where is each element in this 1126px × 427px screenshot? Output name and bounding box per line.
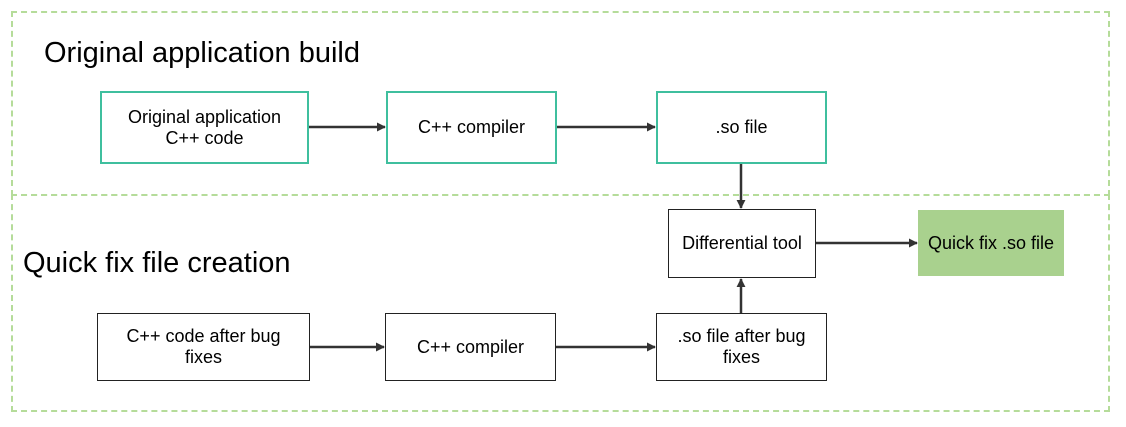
fixed-compiler-label: C++ compiler	[416, 336, 525, 357]
quick-fix-region	[11, 194, 1110, 412]
differential-tool-node: Differential tool	[668, 209, 816, 278]
fixed-so-line1: .so file after bug	[677, 326, 806, 346]
original-so-node: .so file	[656, 91, 827, 164]
original-compiler-node: C++ compiler	[386, 91, 557, 164]
original-code-node: Original application C++ code	[100, 91, 309, 164]
fixed-compiler-node: C++ compiler	[385, 313, 556, 381]
fixed-code-line1: C++ code after bug	[126, 326, 281, 346]
original-build-title: Original application build	[44, 37, 360, 69]
quick-fix-so-label: Quick fix .so file	[927, 232, 1055, 253]
fixed-code-node: C++ code after bug fixes	[97, 313, 310, 381]
quick-fix-title: Quick fix file creation	[23, 247, 291, 279]
original-code-line2: C++ code	[165, 127, 244, 148]
original-so-label: .so file	[715, 117, 768, 137]
differential-tool-label: Differential tool	[682, 233, 802, 253]
fixed-code-line2: fixes	[184, 347, 222, 367]
fixed-so-node: .so file after bug fixes	[656, 313, 827, 381]
quick-fix-so-node: Quick fix .so file	[918, 210, 1064, 276]
fixed-so-line2: fixes	[722, 347, 760, 367]
original-code-line1: Original application	[127, 106, 282, 127]
original-compiler-label: C++ compiler	[417, 117, 526, 137]
